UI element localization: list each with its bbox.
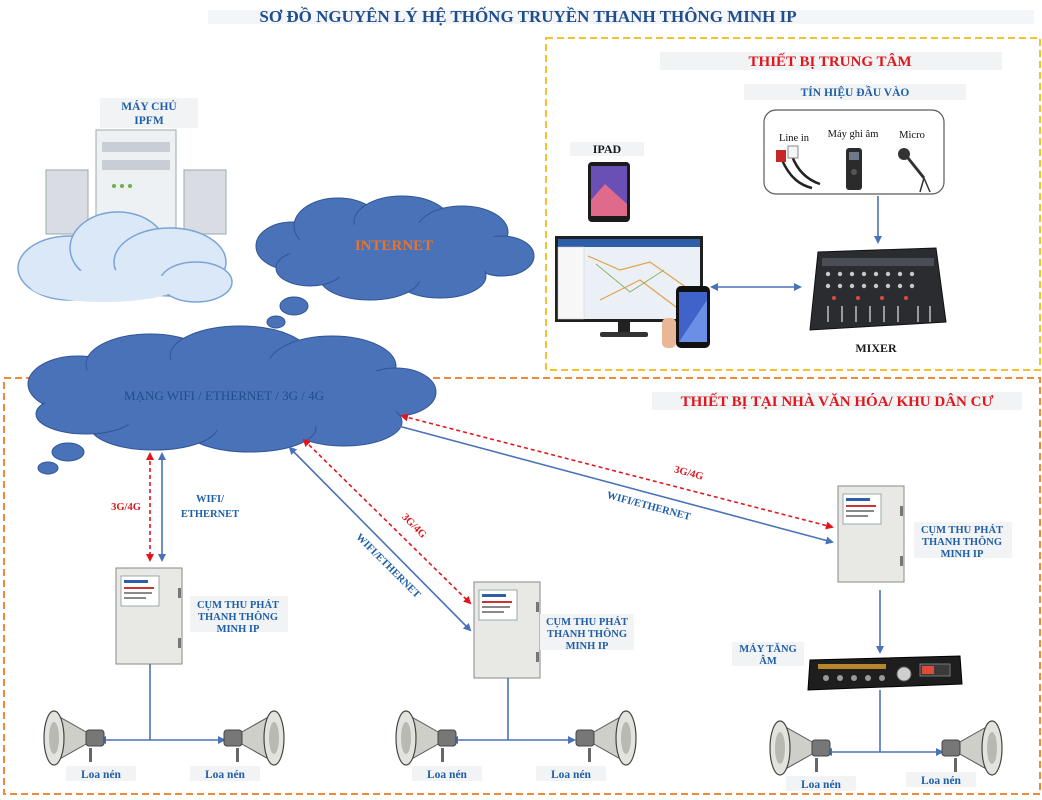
left-receiver-label-line1: CỤM THU PHÁT <box>197 599 279 611</box>
speaker-label: Loa nén <box>205 769 246 781</box>
amplifier-icon <box>807 655 963 691</box>
right-wifi-label: WIFI/ETHERNET <box>606 490 692 523</box>
input-signal-title: TÍN HIỆU ĐẦU VÀO <box>801 84 910 99</box>
right-cellular-label: 3G/4G <box>673 464 705 482</box>
left-receiver-label-band <box>190 596 288 632</box>
page-title: SƠ ĐỒ NGUYÊN LÝ HỆ THỐNG TRUYỀN THANH TH… <box>259 6 796 26</box>
smartphone-icon <box>662 286 710 348</box>
microphone-icon <box>898 148 931 193</box>
middle-cellular-label: 3G/4G <box>399 512 428 541</box>
middle-receiver-label-band <box>540 614 634 650</box>
left-cellular-label: 3G/4G <box>111 502 141 513</box>
central-title-band <box>660 52 1002 70</box>
mixer-label: MIXER <box>855 341 897 355</box>
input-title-band <box>744 84 966 100</box>
horn-speaker-icon <box>395 710 457 766</box>
speaker-label-band <box>786 776 856 791</box>
middle-receiver-label-line2: THANH THÔNG <box>547 627 627 640</box>
ipad-label-band <box>570 142 644 156</box>
right-receiver-unit <box>837 485 905 583</box>
speaker-label: Loa nén <box>81 769 122 781</box>
middle-cellular-link <box>302 438 472 605</box>
server-icon <box>45 129 227 241</box>
speaker-label-band <box>906 772 976 787</box>
amplifier-label-line2: ÂM <box>759 655 777 667</box>
horn-speaker-icon <box>223 710 285 766</box>
input-signals-panel: Line in Máy ghi âm Micro <box>763 109 945 195</box>
horn-speaker-icon <box>769 720 831 776</box>
left-receiver-unit <box>115 567 183 665</box>
speaker-label: Loa nén <box>427 769 468 781</box>
speaker-label: Loa nén <box>801 779 842 791</box>
right-cellular-link <box>400 413 834 530</box>
ipad-label: IPAD <box>593 142 622 156</box>
horn-speaker-icon <box>575 710 637 766</box>
right-receiver-label-line2: THANH THÔNG <box>922 535 1002 548</box>
internet-label: INTERNET <box>355 238 433 254</box>
server-cloud <box>17 211 233 303</box>
amplifier-label-line1: MÁY TĂNG <box>739 643 796 655</box>
internet-cloud <box>255 195 535 329</box>
central-equipment-frame <box>545 37 1041 371</box>
local-equipment-title: THIẾT BỊ TẠI NHÀ VĂN HÓA/ KHU DÂN CƯ <box>681 393 994 410</box>
middle-receiver-label-line1: CỤM THU PHÁT <box>546 616 628 628</box>
server-label-line1: MÁY CHỦ <box>121 99 177 113</box>
left-wifi-label-line1: WIFI/ <box>196 494 225 505</box>
horn-speaker-icon <box>43 710 105 766</box>
left-wifi-label-line2: ETHERNET <box>181 509 239 520</box>
middle-wifi-link <box>288 446 472 632</box>
network-cloud <box>27 325 437 475</box>
line-in-cable-icon <box>776 145 821 190</box>
middle-wifi-label: WIFI/ETHERNET <box>353 532 422 601</box>
input-line-in-label: Line in <box>779 133 810 144</box>
left-receiver-label-line3: MINH IP <box>217 624 260 635</box>
central-equipment-title: THIẾT BỊ TRUNG TÂM <box>749 53 912 70</box>
input-recorder-label: Máy ghi âm <box>828 129 879 140</box>
middle-receiver-label-line3: MINH IP <box>566 641 609 652</box>
network-label: MẠNG WIFI / ETHERNET / 3G / 4G <box>124 388 324 403</box>
middle-receiver-unit <box>473 581 541 679</box>
local-equipment-frame <box>3 377 1041 795</box>
mixer-icon <box>809 247 947 331</box>
horn-speaker-icon <box>941 720 1003 776</box>
right-receiver-label-band <box>914 522 1012 558</box>
local-title-band <box>652 392 1022 410</box>
server-label-line2: IPFM <box>134 115 164 127</box>
input-micro-label: Micro <box>899 130 925 141</box>
speaker-label: Loa nén <box>551 769 592 781</box>
left-receiver-label-line2: THANH THÔNG <box>198 610 278 623</box>
server-label-band <box>100 98 198 128</box>
amplifier-label-band <box>732 642 804 666</box>
tablet-icon <box>588 162 630 222</box>
right-receiver-label-line3: MINH IP <box>941 549 984 560</box>
speaker-label: Loa nén <box>921 775 962 787</box>
right-receiver-label-line1: CỤM THU PHÁT <box>921 524 1003 536</box>
speaker-label-band <box>190 766 260 781</box>
speaker-label-band <box>66 766 136 781</box>
right-wifi-link <box>374 417 834 545</box>
voice-recorder-icon <box>846 148 862 190</box>
speaker-label-band <box>412 766 482 781</box>
title-band <box>208 10 1034 24</box>
speaker-label-band <box>536 766 606 781</box>
